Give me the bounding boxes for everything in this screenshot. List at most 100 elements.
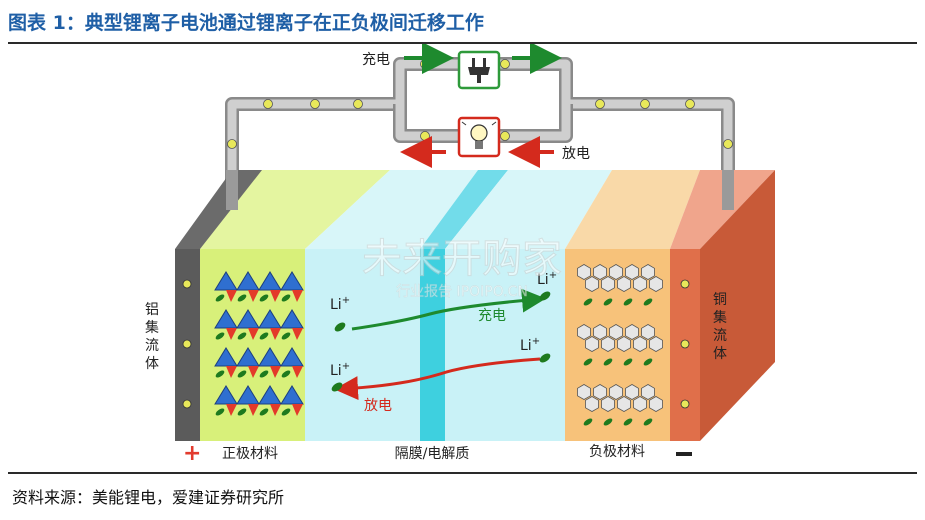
top-charge-label: 充电 bbox=[362, 52, 390, 68]
electron-icon bbox=[680, 399, 690, 409]
cathode-tetrahedron bbox=[226, 366, 237, 378]
cathode-crystal-structure bbox=[214, 271, 304, 416]
copper-collector-label: 铜集流体 bbox=[713, 292, 727, 362]
cathode-terminal bbox=[226, 170, 238, 210]
li-ion-marker bbox=[281, 294, 291, 302]
li-ion-marker bbox=[603, 418, 613, 426]
cathode-tetrahedron bbox=[248, 366, 259, 378]
graphite-hexagon bbox=[593, 264, 607, 280]
figure-title: 图表 1：典型锂离子电池通过锂离子在正负极间迁移工作 bbox=[8, 12, 484, 34]
graphite-hexagon bbox=[609, 384, 623, 400]
graphite-hexagon bbox=[585, 336, 599, 352]
battery-diagram: 充电 放电 Li+ Li+ bbox=[145, 44, 775, 466]
li-ion-marker bbox=[237, 370, 247, 378]
li-ion-marker bbox=[643, 298, 653, 306]
cathode-tetrahedron bbox=[248, 290, 259, 302]
separator-electrolyte-label: 隔膜/电解质 bbox=[395, 446, 470, 462]
graphite-hexagon bbox=[625, 324, 639, 340]
graphite-hexagon bbox=[641, 324, 655, 340]
graphite-hexagon bbox=[649, 396, 663, 412]
li-ion-marker bbox=[215, 370, 225, 378]
electron-icon bbox=[353, 99, 363, 109]
graphite-hexagon bbox=[577, 384, 591, 400]
battery-right-face bbox=[700, 170, 775, 441]
li-ion-label: Li+ bbox=[330, 361, 350, 379]
title-divider bbox=[8, 42, 917, 44]
electron-icon bbox=[263, 99, 273, 109]
cathode-material-label: 正极材料 bbox=[222, 446, 278, 462]
electron-icon bbox=[640, 99, 650, 109]
li-ion-marker bbox=[603, 358, 613, 366]
graphite-hexagon bbox=[641, 384, 655, 400]
li-ion-marker bbox=[237, 332, 247, 340]
li-ion-marker bbox=[237, 408, 247, 416]
li-ion-marker bbox=[281, 370, 291, 378]
anode-material-label: 负极材料 bbox=[589, 444, 645, 460]
graphite-hexagon bbox=[601, 276, 615, 292]
cathode-tetrahedron bbox=[292, 328, 303, 340]
anode-graphite-layers bbox=[577, 264, 663, 426]
cathode-tetrahedron bbox=[226, 328, 237, 340]
li-ion-marker bbox=[583, 418, 593, 426]
anode-terminal bbox=[722, 170, 734, 210]
graphite-hexagon bbox=[617, 276, 631, 292]
graphite-hexagon bbox=[649, 336, 663, 352]
svg-text:行业报告 IPOIPO.CN: 行业报告 IPOIPO.CN bbox=[396, 284, 528, 300]
charger-plug-icon bbox=[457, 50, 501, 90]
svg-text:铜集流体: 铜集流体 bbox=[713, 292, 727, 362]
li-ion-marker bbox=[281, 408, 291, 416]
electron-icon bbox=[182, 399, 192, 409]
cathode-tetrahedron bbox=[292, 404, 303, 416]
li-ion-marker bbox=[259, 332, 269, 340]
li-ion-label: Li+ bbox=[537, 270, 557, 288]
li-ion-marker bbox=[539, 353, 551, 363]
cathode-tetrahedron bbox=[270, 404, 281, 416]
electron-icon bbox=[500, 131, 510, 141]
li-ion-label: Li+ bbox=[330, 295, 350, 313]
electron-icon bbox=[182, 339, 192, 349]
graphite-hexagon bbox=[585, 396, 599, 412]
graphite-hexagon bbox=[601, 336, 615, 352]
cathode-tetrahedron bbox=[226, 404, 237, 416]
svg-text:未来开购家: 未来开购家 bbox=[362, 236, 562, 282]
graphite-hexagon bbox=[625, 384, 639, 400]
cathode-tetrahedron bbox=[270, 290, 281, 302]
electron-icon bbox=[723, 139, 733, 149]
graphite-hexagon bbox=[617, 396, 631, 412]
positive-terminal-sign: + bbox=[183, 441, 201, 466]
li-ion-marker bbox=[215, 332, 225, 340]
electrolyte-right bbox=[445, 249, 565, 441]
li-ion-marker bbox=[334, 322, 346, 332]
graphite-hexagon bbox=[625, 264, 639, 280]
negative-terminal-sign bbox=[676, 452, 692, 456]
li-ion-marker bbox=[281, 332, 291, 340]
mid-charge-label: 充电 bbox=[478, 308, 506, 324]
li-ion-marker bbox=[259, 370, 269, 378]
graphite-hexagon bbox=[633, 396, 647, 412]
discharge-path bbox=[334, 357, 541, 401]
graphite-hexagon bbox=[601, 396, 615, 412]
cathode-tetrahedron bbox=[270, 328, 281, 340]
charge-path bbox=[351, 288, 546, 331]
cathode-tetrahedron bbox=[292, 290, 303, 302]
graphite-hexagon bbox=[641, 264, 655, 280]
footer-divider bbox=[8, 472, 917, 474]
electron-icon bbox=[310, 99, 320, 109]
li-ion-marker bbox=[215, 408, 225, 416]
li-ion-marker bbox=[623, 418, 633, 426]
li-ion-marker bbox=[259, 408, 269, 416]
mid-discharge-label: 放电 bbox=[364, 398, 392, 414]
cathode-tetrahedron bbox=[226, 290, 237, 302]
aluminum-collector-label: 铝集流体 bbox=[145, 302, 159, 372]
separator-band bbox=[420, 249, 445, 441]
electron-icon bbox=[227, 139, 237, 149]
li-ion-marker bbox=[623, 358, 633, 366]
li-ion-marker bbox=[259, 294, 269, 302]
graphite-hexagon bbox=[593, 324, 607, 340]
graphite-hexagon bbox=[577, 264, 591, 280]
graphite-hexagon bbox=[609, 324, 623, 340]
cathode-tetrahedron bbox=[248, 404, 259, 416]
light-bulb-icon bbox=[457, 116, 501, 158]
graphite-hexagon bbox=[593, 384, 607, 400]
watermark: 未来开购家 行业报告 IPOIPO.CN bbox=[362, 236, 563, 301]
